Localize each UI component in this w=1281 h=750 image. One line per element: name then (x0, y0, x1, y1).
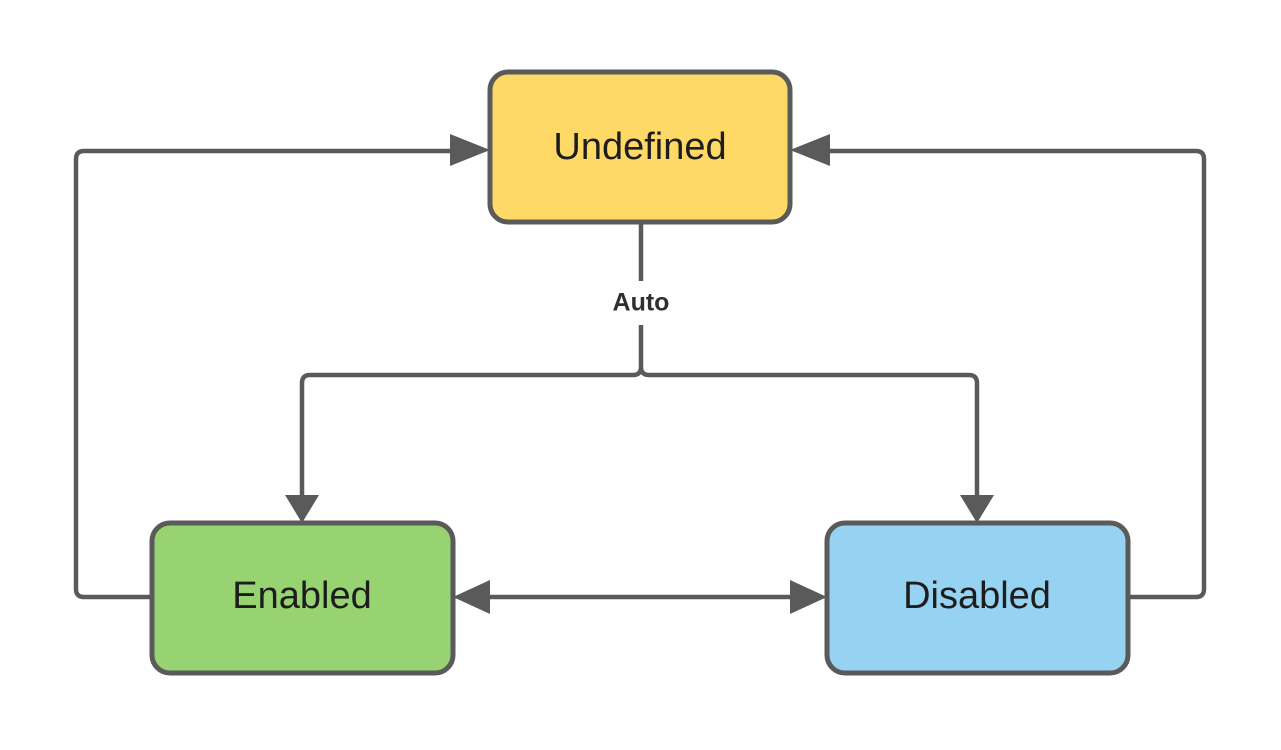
edge-disabled-to-undefined-path (830, 148, 1207, 600)
edge-auto-branch (285, 222, 994, 523)
node-enabled-label: Enabled (232, 575, 371, 617)
edge-auto-left-branch (299, 366, 644, 500)
edge-disabled-to-undefined (790, 134, 1207, 600)
arrowhead-into-enabled-top (285, 495, 319, 523)
arrowhead-into-disabled-left (790, 580, 827, 614)
node-undefined-label: Undefined (553, 126, 726, 168)
edge-enabled-disabled-bidirectional (453, 580, 827, 614)
arrowhead-into-disabled-top (960, 495, 994, 523)
node-enabled-shape[interactable] (149, 520, 456, 676)
arrowhead-into-undefined-right (790, 134, 830, 166)
node-disabled-label: Disabled (903, 575, 1051, 617)
node-disabled-shape[interactable] (824, 520, 1131, 676)
node-disabled[interactable]: Disabled (824, 520, 1131, 676)
edge-label-auto: Auto (613, 289, 670, 317)
node-undefined-shape[interactable] (487, 69, 793, 225)
edge-enabled-to-undefined-path (73, 148, 450, 600)
edge-label-auto-background (592, 281, 690, 325)
edge-enabled-to-undefined (73, 134, 490, 600)
edge-auto-right-branch (638, 366, 980, 500)
node-undefined[interactable]: Undefined (487, 69, 793, 225)
arrowhead-into-undefined-left (450, 134, 490, 166)
edge-label-auto-group: Auto (592, 281, 690, 325)
arrowhead-into-enabled-right (453, 580, 490, 614)
node-enabled[interactable]: Enabled (149, 520, 456, 676)
